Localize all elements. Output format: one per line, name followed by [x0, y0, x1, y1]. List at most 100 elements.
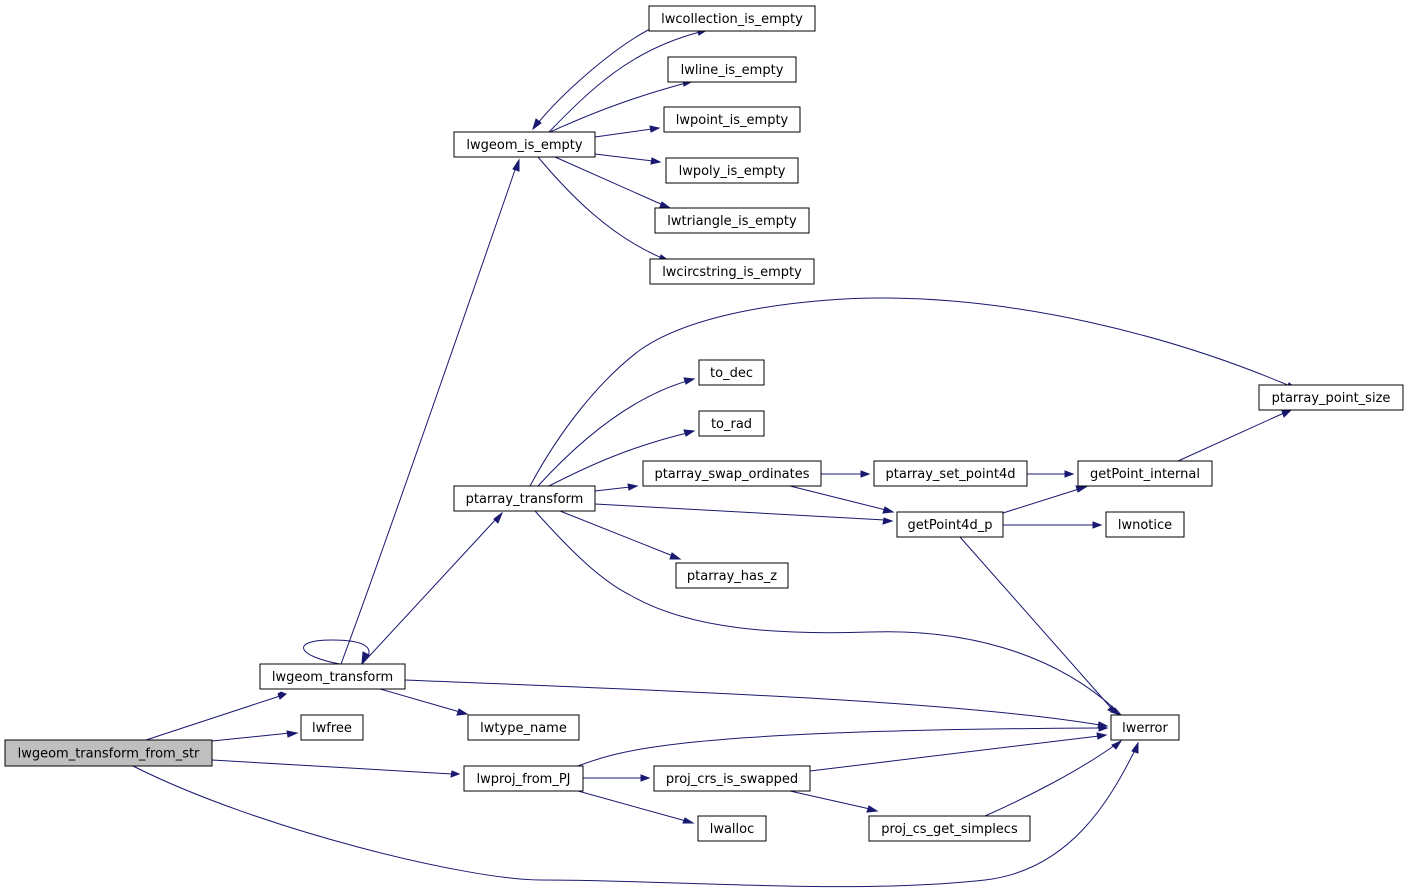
node-box[interactable]	[453, 131, 596, 158]
edge-lwproj_from_PJ-to-proj_crs_is_swapped	[583, 774, 651, 782]
edge-arrowhead	[1096, 732, 1108, 740]
edges-layer	[132, 28, 1299, 888]
node-label: lwline_is_empty	[681, 63, 784, 78]
node-lwfree[interactable]: lwfree	[300, 714, 364, 741]
node-label: to_dec	[710, 366, 753, 381]
edge-line	[1177, 412, 1285, 462]
node-to_rad[interactable]: to_rad	[698, 410, 765, 437]
edge-line	[404, 679, 1101, 726]
edge-line	[340, 166, 517, 665]
node-box[interactable]	[648, 5, 816, 32]
node-box[interactable]	[868, 815, 1031, 842]
node-lwline_is_empty[interactable]: lwline_is_empty	[667, 56, 797, 83]
node-to_dec[interactable]: to_dec	[698, 359, 765, 386]
node-box[interactable]	[667, 56, 797, 83]
edge-line	[577, 790, 687, 822]
edge-lwgeom_is_empty-to-lwpoint_is_empty	[594, 125, 661, 138]
node-label: lwpoly_is_empty	[679, 164, 786, 179]
node-box[interactable]	[649, 258, 815, 285]
node-lwnotice[interactable]: lwnotice	[1105, 511, 1185, 538]
edge-arrowhead	[493, 511, 504, 524]
edge-arrowhead	[512, 158, 520, 172]
node-getPoint4d_p[interactable]: getPoint4d_p	[896, 511, 1004, 538]
node-ptarray_has_z[interactable]: ptarray_has_z	[675, 562, 789, 589]
node-box[interactable]	[675, 562, 789, 589]
node-lwproj_from_PJ[interactable]: lwproj_from_PJ	[463, 765, 584, 792]
edge-arrowhead	[683, 377, 696, 385]
node-lwgeom_transform[interactable]: lwgeom_transform	[259, 663, 406, 690]
node-box[interactable]	[4, 739, 213, 767]
edge-line	[959, 536, 1113, 710]
edge-ptarray_transform-to-ptarray_swap_ordinates	[594, 483, 639, 492]
node-box[interactable]	[654, 207, 810, 234]
edge-arrowhead	[1092, 521, 1103, 529]
node-proj_cs_get_simplecs[interactable]: proj_cs_get_simplecs	[868, 815, 1031, 842]
edge-line	[361, 517, 498, 665]
node-box[interactable]	[1077, 460, 1213, 487]
edge-line	[529, 297, 1291, 487]
node-box[interactable]	[463, 765, 584, 792]
edge-arrowhead	[361, 651, 370, 665]
node-label: ptarray_set_point4d	[886, 467, 1016, 482]
node-box[interactable]	[1258, 384, 1404, 411]
edge-line	[809, 735, 1100, 772]
node-lwcollection_is_empty[interactable]: lwcollection_is_empty	[648, 5, 816, 32]
node-getPoint_internal[interactable]: getPoint_internal	[1077, 460, 1213, 487]
node-box[interactable]	[467, 714, 580, 741]
edge-arrowhead	[683, 429, 696, 437]
edge-arrowhead	[882, 517, 894, 525]
node-box[interactable]	[300, 714, 364, 741]
edge-lwgeom_transform-to-lwgeom_is_empty	[340, 158, 520, 665]
node-box[interactable]	[1105, 511, 1185, 538]
node-box[interactable]	[1110, 714, 1180, 741]
node-label: lwcircstring_is_empty	[662, 265, 802, 280]
edge-line	[594, 486, 631, 492]
node-box[interactable]	[663, 106, 801, 133]
node-lwtype_name[interactable]: lwtype_name	[467, 714, 580, 741]
node-box[interactable]	[873, 460, 1028, 487]
edge-line	[984, 744, 1116, 817]
node-ptarray_transform[interactable]: ptarray_transform	[453, 485, 596, 512]
node-lwerror[interactable]: lwerror	[1110, 714, 1180, 741]
edge-arrowhead	[682, 817, 695, 824]
edge-arrowhead	[1107, 705, 1119, 716]
edge-line	[534, 510, 1117, 711]
edge-arrowhead	[669, 552, 682, 560]
node-lwgeom_is_empty[interactable]: lwgeom_is_empty	[453, 131, 596, 158]
node-ptarray_swap_ordinates[interactable]: ptarray_swap_ordinates	[642, 460, 822, 487]
node-proj_crs_is_swapped[interactable]: proj_crs_is_swapped	[653, 765, 811, 792]
edge-arrowhead	[532, 118, 542, 131]
node-label: ptarray_swap_ordinates	[654, 467, 809, 482]
edge-ptarray_transform-to-ptarray_point_size	[529, 297, 1299, 487]
node-box[interactable]	[665, 157, 799, 184]
node-lwpoly_is_empty[interactable]: lwpoly_is_empty	[665, 157, 799, 184]
node-box[interactable]	[697, 815, 767, 842]
edge-line	[1002, 488, 1080, 514]
node-lwcircstring_is_empty[interactable]: lwcircstring_is_empty	[649, 258, 815, 285]
node-ptarray_point_size[interactable]: ptarray_point_size	[1258, 384, 1404, 411]
edge-proj_crs_is_swapped-to-lwerror	[809, 732, 1108, 772]
node-label: ptarray_transform	[466, 492, 584, 507]
node-lwtriangle_is_empty[interactable]: lwtriangle_is_empty	[654, 207, 810, 234]
node-box[interactable]	[698, 410, 765, 437]
node-label: lwpoint_is_empty	[676, 113, 789, 128]
edge-arrowhead	[456, 708, 469, 716]
node-box[interactable]	[653, 765, 811, 792]
node-lwpoint_is_empty[interactable]: lwpoint_is_empty	[663, 106, 801, 133]
edge-line	[548, 432, 688, 487]
edge-arrowhead	[640, 774, 651, 782]
node-box[interactable]	[698, 359, 765, 386]
node-ptarray_set_point4d[interactable]: ptarray_set_point4d	[873, 460, 1028, 487]
edge-lwproj_from_PJ-to-lwerror	[577, 724, 1109, 767]
edge-getPoint4d_p-to-getPoint_internal	[1002, 485, 1088, 514]
node-box[interactable]	[259, 663, 406, 690]
node-box[interactable]	[642, 460, 822, 487]
node-box[interactable]	[896, 511, 1004, 538]
node-lwalloc[interactable]: lwalloc	[697, 815, 767, 842]
edge-line	[594, 153, 654, 162]
node-lwgeom_transform_from_str[interactable]: lwgeom_transform_from_str	[4, 739, 213, 767]
node-box[interactable]	[453, 485, 596, 512]
edge-getPoint_internal-to-ptarray_point_size	[1177, 409, 1293, 462]
edge-lwgeom_is_empty-to-lwpoly_is_empty	[594, 153, 662, 165]
